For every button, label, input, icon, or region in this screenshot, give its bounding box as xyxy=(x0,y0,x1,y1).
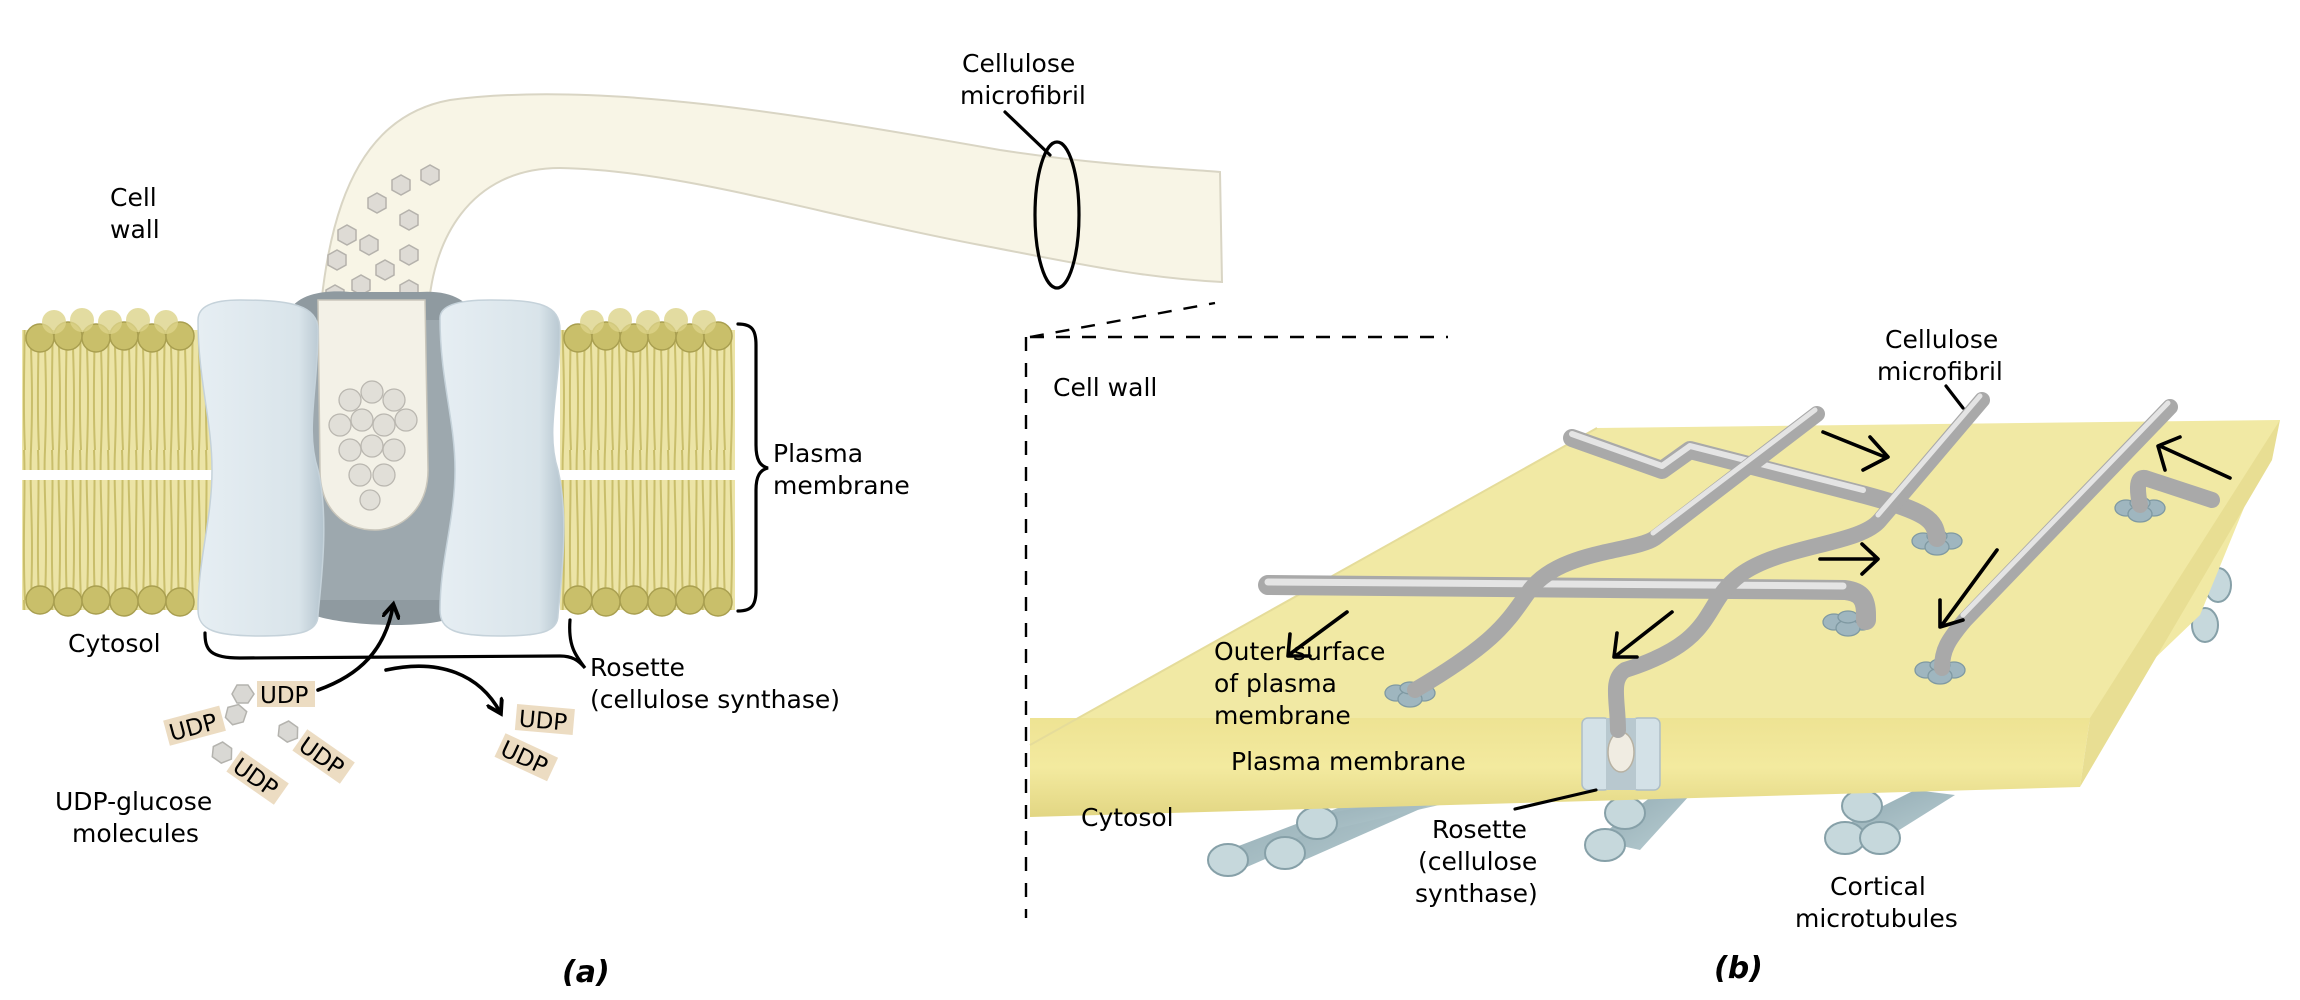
label-cortical-microtubules: Cortical xyxy=(1830,872,1926,901)
label-udp-glucose-2: molecules xyxy=(72,819,199,848)
label-cortical-microtubules-2: microtubules xyxy=(1795,904,1958,933)
arrow-right-icon xyxy=(1821,430,1890,472)
lipid-bilayer-right xyxy=(560,308,735,617)
label-cellulose-microfibril-a-2: microfibril xyxy=(960,81,1086,110)
rosette-bracket xyxy=(203,618,587,670)
label-rosette-a-2: (cellulose synthase) xyxy=(590,685,840,714)
direction-arrows xyxy=(1286,430,2232,659)
microfibril-ring-marker xyxy=(1033,140,1081,290)
glucose-hexagon-icon xyxy=(231,684,255,704)
cortical-microtubules xyxy=(1207,567,2232,877)
arrow-down-left-icon xyxy=(1612,610,1674,659)
label-cellulose-microfibril-a: Cellulose xyxy=(962,49,1075,78)
plasma-membrane-brace xyxy=(736,322,769,613)
rosette-leader-line-b xyxy=(1513,788,1598,811)
udp-glucose-in-arrow xyxy=(316,606,393,692)
udp-glucose-molecule: UDP xyxy=(231,681,315,709)
label-cell-wall-b: Cell wall xyxy=(1053,373,1157,402)
released-udp: UDP xyxy=(514,704,575,736)
arrow-right-icon xyxy=(1818,542,1880,576)
label-cell-wall-a-2: wall xyxy=(110,215,160,244)
released-udp: UDP xyxy=(494,733,559,782)
label-cytosol-b: Cytosol xyxy=(1081,803,1174,832)
label-outer-surface-3: membrane xyxy=(1214,701,1351,730)
label-outer-surface: Outer surface xyxy=(1214,637,1385,666)
glucose-hexagon-icon xyxy=(211,741,233,764)
panel-b-caption: (b) xyxy=(1714,951,1763,986)
label-udp-glucose: UDP-glucose xyxy=(55,787,212,816)
udp-tag: UDP xyxy=(496,736,551,780)
cellulose-microfibril-tube xyxy=(314,93,1224,521)
panel-a: UDP UDP UDP UDP UDP UDP Cell wall Cellul… xyxy=(22,49,1224,990)
plasma-membrane-slab-side xyxy=(2080,420,2280,787)
fibril-base xyxy=(317,299,429,531)
label-rosette-b-2: (cellulose xyxy=(1418,847,1537,876)
label-plasma-membrane-a-2: membrane xyxy=(773,471,910,500)
microfibril-leader-line xyxy=(1003,110,1052,157)
arrow-down-left-icon xyxy=(1286,610,1349,658)
zoom-dashed-diagonal xyxy=(1029,301,1216,339)
microfibril-leader-line-b xyxy=(1944,384,1965,410)
label-rosette-b: Rosette xyxy=(1432,815,1527,844)
label-cell-wall-a: Cell xyxy=(110,183,157,212)
udp-glucose-molecule: UDP xyxy=(277,720,355,784)
label-outer-surface-2: of plasma xyxy=(1214,669,1337,698)
label-plasma-membrane-a: Plasma xyxy=(773,439,863,468)
rosette-lobe-right xyxy=(439,299,565,637)
label-cellulose-microfibril-b-2: microfibril xyxy=(1877,357,2003,386)
glucose-hexagon-icon xyxy=(277,720,299,743)
label-rosette-b-3: synthase) xyxy=(1415,879,1538,908)
udp-tag: UDP xyxy=(167,709,221,747)
microfibril-rods xyxy=(1258,392,2220,738)
label-cytosol-a: Cytosol xyxy=(68,629,161,658)
arrow-down-left-icon xyxy=(1938,548,1999,629)
udp-tag: UDP xyxy=(260,683,309,709)
lipid-bilayer-left xyxy=(22,308,212,617)
arrow-up-left-icon xyxy=(2156,435,2232,480)
glucose-hexagon-icon xyxy=(224,703,248,726)
udp-release-arrow xyxy=(384,664,500,712)
rosette-lobe-left xyxy=(197,299,325,637)
label-cellulose-microfibril-b: Cellulose xyxy=(1885,325,1998,354)
plasma-membrane-slab-front xyxy=(1030,718,2090,817)
udp-glucose-molecule: UDP xyxy=(211,741,289,805)
udp-tag: UDP xyxy=(518,706,569,736)
label-rosette-a: Rosette xyxy=(590,653,685,682)
panel-b: Cell wall Cellulose microfibril Outer su… xyxy=(1024,301,2280,986)
label-plasma-membrane-b: Plasma membrane xyxy=(1231,747,1466,776)
udp-glucose-molecule: UDP xyxy=(163,703,248,747)
panel-a-caption: (a) xyxy=(562,955,610,990)
